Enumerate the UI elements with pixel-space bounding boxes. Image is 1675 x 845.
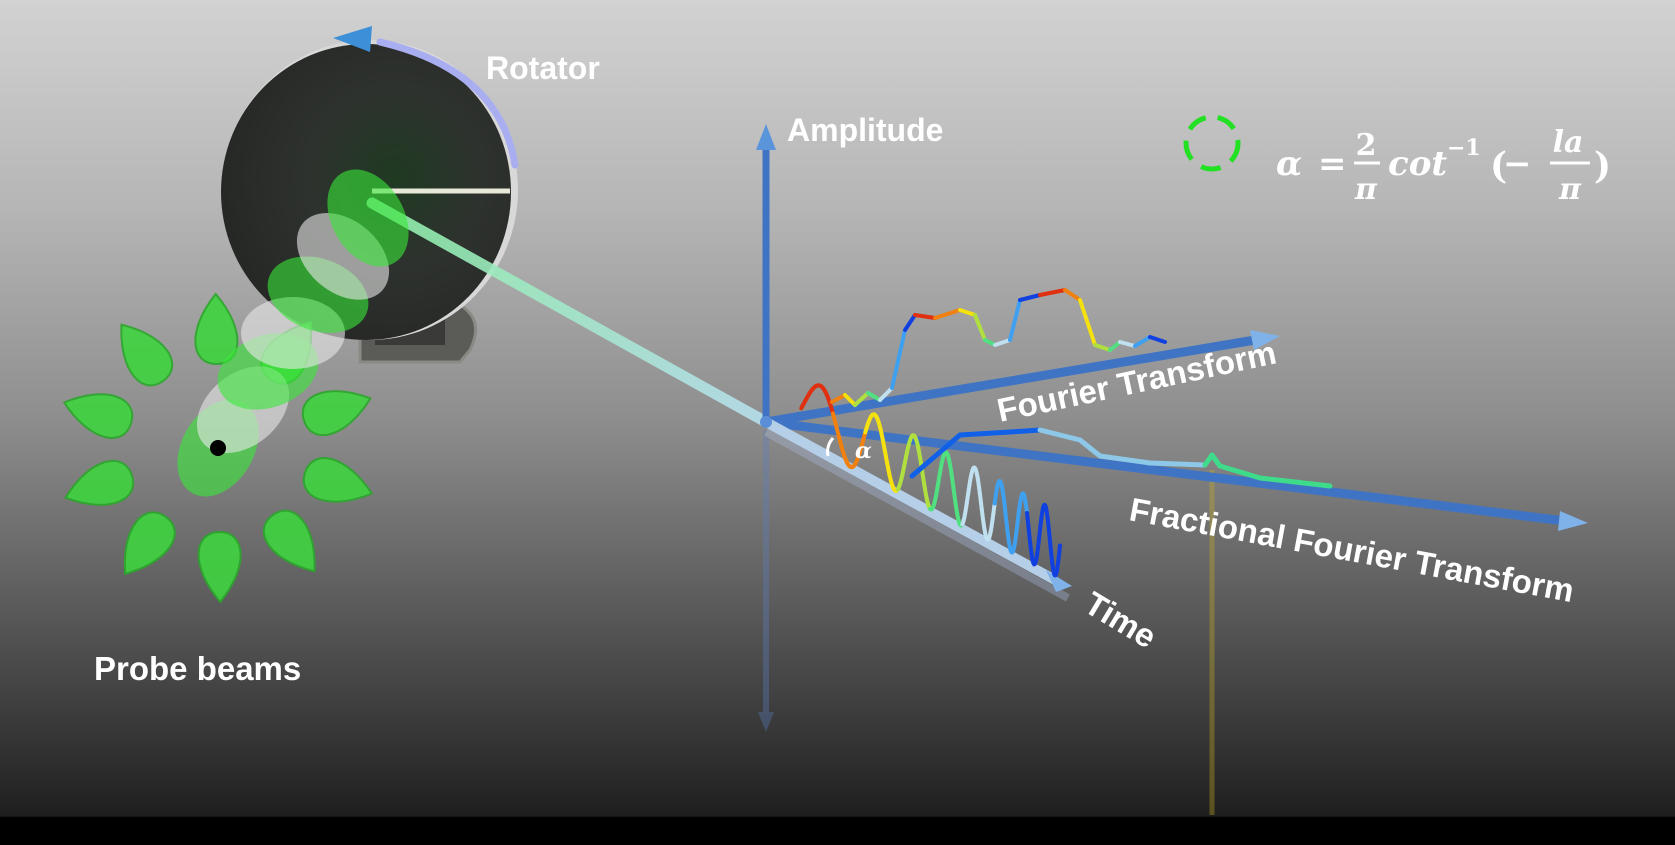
- fourier-signal-segment: [830, 393, 847, 404]
- frft-signal-segment: [1217, 463, 1263, 481]
- frft-signal-segment: [1037, 427, 1083, 443]
- axes-reflection: [758, 428, 1215, 815]
- probe-petal: [302, 457, 374, 503]
- axes: [756, 124, 1588, 592]
- fourier-signal-segment: [843, 393, 857, 407]
- probe-beams-label: Probe beams: [94, 650, 301, 687]
- frft-signal-segment: [909, 432, 963, 479]
- probe-petal: [123, 511, 176, 576]
- fourier-signal-segment: [1008, 298, 1022, 342]
- formula-open-paren: (: [1490, 145, 1507, 187]
- rotation-arrow-icon: [333, 26, 519, 169]
- fourier-signal-segment: [1078, 298, 1097, 347]
- fourier-axis: [765, 335, 1256, 427]
- frft-signal-segment: [1147, 460, 1208, 468]
- probe-petal-stack: [327, 169, 409, 267]
- amplitude-arrowhead-icon: [756, 124, 776, 150]
- probe-beam-line: [366, 197, 772, 428]
- probe-petal: [197, 530, 242, 604]
- fourier-signal-segment: [878, 386, 894, 402]
- fourier-signal-segment: [890, 328, 907, 390]
- formula-minus: −: [1503, 144, 1532, 184]
- highlight-circle: [1183, 114, 1241, 172]
- fourier-signal-segment: [933, 308, 962, 320]
- formula-alpha: α: [1276, 144, 1302, 184]
- time-label: Time: [1078, 584, 1163, 655]
- frft-axis: [765, 417, 1566, 526]
- frft-arrowhead-icon: [1558, 511, 1588, 531]
- formula-close-paren: ): [1594, 145, 1611, 187]
- fractional-fourier-transform-label: Fractional Fourier Transform: [1127, 491, 1577, 610]
- fourier-signal-segment: [913, 313, 937, 320]
- fourier-signal-segment: [958, 308, 977, 317]
- probe-petal: [301, 390, 372, 437]
- fourier-signal-segment: [866, 391, 882, 402]
- time-arrowhead-icon: [1046, 570, 1072, 592]
- formula-coef-denominator: π: [1354, 172, 1378, 207]
- formula-arg-denominator: π: [1558, 172, 1582, 207]
- formula-equals: =: [1318, 144, 1347, 184]
- formula-cot: cot: [1388, 144, 1447, 184]
- probe-petal: [64, 459, 135, 506]
- fourier-signal-segment: [1133, 335, 1152, 348]
- frft-signal-segment: [1097, 453, 1153, 466]
- fourier-signal-segment: [1093, 343, 1112, 352]
- probe-petal: [62, 393, 134, 439]
- fourier-signal-segment: [1108, 340, 1122, 352]
- frft-signal-segment: [1007, 427, 1043, 435]
- fourier-signal-segment: [1038, 288, 1067, 297]
- angle-alpha-label: α: [855, 438, 872, 464]
- probe-petal: [262, 509, 316, 573]
- rotator-label: Rotator: [486, 50, 600, 86]
- fourier-signal-segment: [993, 338, 1012, 347]
- fourier-arrowhead-icon: [1250, 330, 1280, 350]
- signals: [799, 288, 1333, 578]
- formula-coef-numerator: 2: [1356, 128, 1377, 163]
- beam-center-dot: [210, 440, 226, 456]
- frft-signal-segment: [1257, 475, 1333, 489]
- formula-superscript: −1: [1447, 135, 1481, 161]
- angle-arc: [826, 437, 835, 457]
- alpha-formula: α = 2 π cot −1 ( − la π ): [1276, 125, 1611, 207]
- fourier-signal-segment: [853, 391, 870, 407]
- time-axis: [763, 417, 1058, 585]
- fourier-signal-segment: [973, 313, 987, 342]
- fourier-signal-segment: [1148, 335, 1167, 344]
- probe-petal: [120, 323, 174, 387]
- fourier-transform-label: Fourier Transform: [994, 334, 1280, 429]
- frft-spike: [1183, 114, 1241, 462]
- chirp-signal-segment: [1057, 543, 1062, 554]
- fourier-signal-segment: [1063, 288, 1082, 302]
- fourier-signal-segment: [903, 313, 917, 332]
- formula-arg-numerator: la: [1553, 125, 1584, 160]
- frft-signal-segment: [957, 429, 1013, 438]
- probe-beam-petals: [62, 169, 409, 604]
- fourier-signal-segment: [1018, 293, 1042, 302]
- frft-signal-segment: [1077, 437, 1103, 459]
- amplitude-label: Amplitude: [787, 112, 943, 148]
- fourier-signal-segment: [1118, 340, 1137, 348]
